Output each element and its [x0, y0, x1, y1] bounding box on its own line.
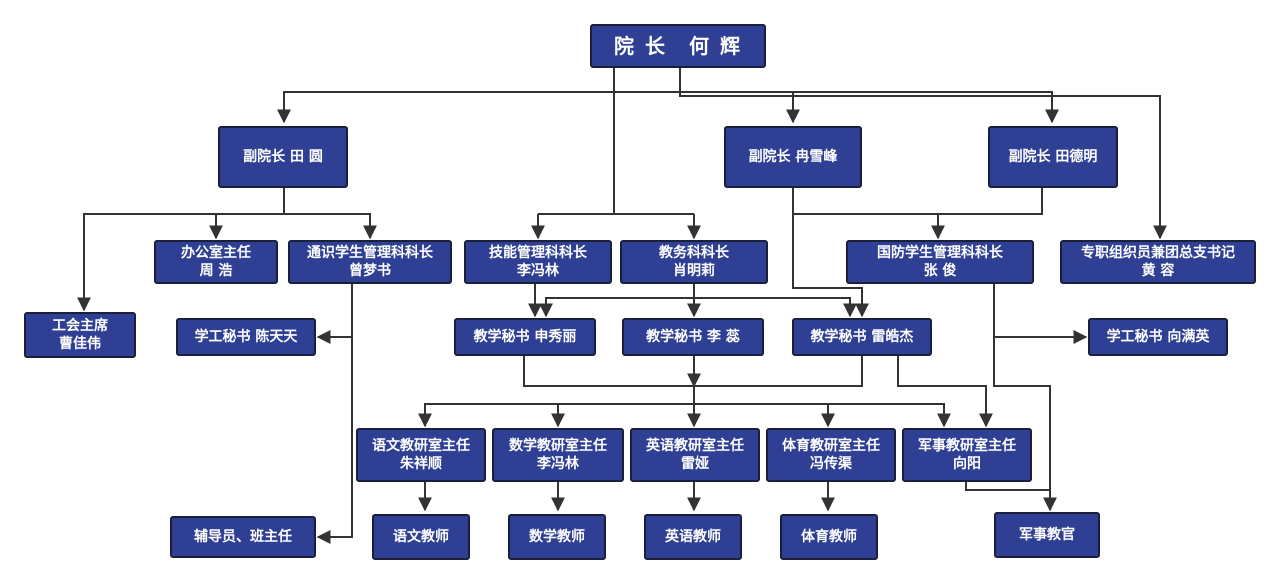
- connector-president-to-vp-tian-deming: [793, 91, 1059, 124]
- student-secretary-xiang-label: 学工秘书 向满英: [1106, 329, 1210, 345]
- connector-to-pe-office: [694, 403, 835, 428]
- english-office-role: 英语教研室主任: [646, 438, 744, 454]
- military-office-role: 军事教研室主任: [918, 438, 1016, 454]
- connector-shen-to-offices: [523, 356, 694, 387]
- connector-vp-tian-deming-to-defense: [938, 188, 1043, 215]
- connector-vp-ran-to-lei: [792, 188, 869, 318]
- league-secretary-name: 黄 容: [1141, 263, 1175, 279]
- defense-student-section-name: 张 俊: [923, 263, 957, 279]
- math-teachers-box: 数学教师: [508, 514, 606, 560]
- math-office-name: 李冯林: [537, 456, 579, 472]
- connector-to-military-office: [828, 403, 951, 428]
- general-student-section-role: 通识学生管理科科长: [307, 245, 433, 261]
- skills-section-role: 技能管理科科长: [489, 245, 587, 261]
- union-chair-name: 曹佳伟: [59, 336, 101, 352]
- connector-vp-ran-to-defense: [792, 188, 945, 240]
- english-office-box: 英语教研室主任 雷娅: [630, 428, 760, 482]
- counselors-box: 辅导员、班主任: [170, 516, 316, 558]
- vp-tian-yuan-box: 副院长 田 圆: [218, 126, 348, 188]
- president-box: 院 长 何 辉: [590, 24, 766, 68]
- pe-teachers-box: 体育教师: [780, 514, 878, 560]
- military-instructors-label: 军事教官: [1019, 527, 1075, 543]
- vp-tian-deming-box: 副院长 田德明: [988, 126, 1118, 188]
- vp-tian-deming-title: 副院长 田德明: [1008, 149, 1098, 165]
- connector-defense-to-military-instructors: [993, 284, 1057, 512]
- connector-to-student-secretary-chen: [316, 284, 353, 344]
- office-director-role: 办公室主任: [181, 245, 251, 261]
- president-title: 院 长 何 辉: [614, 34, 742, 58]
- vp-ran-box: 副院长 冉雪峰: [724, 126, 862, 188]
- connector-president-to-league-secretary: [679, 92, 1167, 240]
- chinese-office-box: 语文教研室主任 朱祥顺: [356, 428, 486, 482]
- connector-defense-to-xiang: [993, 284, 1088, 344]
- student-secretary-chen-label: 学工秘书 陈天天: [194, 329, 298, 345]
- academic-section-box: 教务科科长 肖明莉: [620, 240, 768, 284]
- chinese-teachers-box: 语文教师: [372, 514, 470, 560]
- union-chair-role: 工会主席: [52, 318, 108, 334]
- military-office-box: 军事教研室主任 向阳: [902, 428, 1032, 482]
- math-office-role: 数学教研室主任: [509, 438, 607, 454]
- vp-ran-title: 副院长 冉雪峰: [748, 149, 838, 165]
- connector-vp-tian-yuan-children: [77, 188, 285, 312]
- skills-section-name: 李冯林: [517, 263, 559, 279]
- league-secretary-role: 专职组织员兼团总支书记: [1081, 245, 1235, 261]
- teaching-secretary-li-label: 教学秘书 李 蕊: [646, 329, 740, 345]
- chinese-teachers-label: 语文教师: [393, 529, 449, 545]
- pe-office-name: 冯传渠: [810, 456, 852, 472]
- teaching-secretary-li-box: 教学秘书 李 蕊: [622, 318, 764, 356]
- student-secretary-xiang-box: 学工秘书 向满英: [1088, 318, 1228, 356]
- union-chair-box: 工会主席 曹佳伟: [24, 312, 136, 358]
- connector-academic-to-lei: [694, 297, 857, 318]
- academic-section-name: 肖明莉: [673, 263, 715, 279]
- pe-office-box: 体育教研室主任 冯传渠: [766, 428, 896, 482]
- chinese-office-role: 语文教研室主任: [372, 438, 470, 454]
- connector-to-counselors: [316, 337, 353, 544]
- connector-offices-bar: [418, 386, 695, 428]
- pe-teachers-label: 体育教师: [801, 529, 857, 545]
- pe-office-role: 体育教研室主任: [782, 438, 880, 454]
- connector-academic-to-secretaries: [539, 284, 695, 318]
- english-teachers-box: 英语教师: [644, 514, 742, 560]
- league-secretary-box: 专职组织员兼团总支书记 黄 容: [1060, 240, 1256, 284]
- general-student-section-name: 曾梦书: [349, 263, 391, 279]
- military-instructors-box: 军事教官: [994, 512, 1100, 558]
- skills-section-box: 技能管理科科长 李冯林: [464, 240, 612, 284]
- student-secretary-chen-box: 学工秘书 陈天天: [176, 318, 316, 356]
- defense-student-section-role: 国防学生管理科科长: [877, 245, 1003, 261]
- general-student-section-box: 通识学生管理科科长 曾梦书: [288, 240, 452, 284]
- vp-tian-yuan-title: 副院长 田 圆: [243, 149, 323, 165]
- connector-lei-to-offices: [694, 356, 863, 387]
- teaching-secretary-lei-label: 教学秘书 雷皓杰: [810, 329, 914, 345]
- english-office-name: 雷娅: [681, 456, 709, 472]
- connector-to-general-student-section: [284, 213, 377, 240]
- teaching-secretary-lei-box: 教学秘书 雷皓杰: [792, 318, 932, 356]
- teaching-secretary-shen-box: 教学秘书 申秀丽: [454, 318, 596, 356]
- connector-president-to-vp-tian-yuan: [277, 68, 681, 124]
- connector-lei-to-military-office: [897, 356, 993, 428]
- counselors-label: 辅导员、班主任: [194, 529, 292, 545]
- chinese-office-name: 朱祥顺: [400, 456, 442, 472]
- academic-section-role: 教务科科长: [659, 245, 729, 261]
- math-teachers-label: 数学教师: [529, 529, 585, 545]
- connector-military-office-to-instructors: [965, 482, 1050, 491]
- teaching-secretary-shen-label: 教学秘书 申秀丽: [473, 329, 577, 345]
- office-director-box: 办公室主任 周 浩: [154, 240, 278, 284]
- english-teachers-label: 英语教师: [665, 529, 721, 545]
- math-office-box: 数学教研室主任 李冯林: [492, 428, 624, 482]
- military-office-name: 向阳: [953, 456, 981, 472]
- defense-student-section-box: 国防学生管理科科长 张 俊: [846, 240, 1034, 284]
- office-director-name: 周 浩: [199, 263, 233, 279]
